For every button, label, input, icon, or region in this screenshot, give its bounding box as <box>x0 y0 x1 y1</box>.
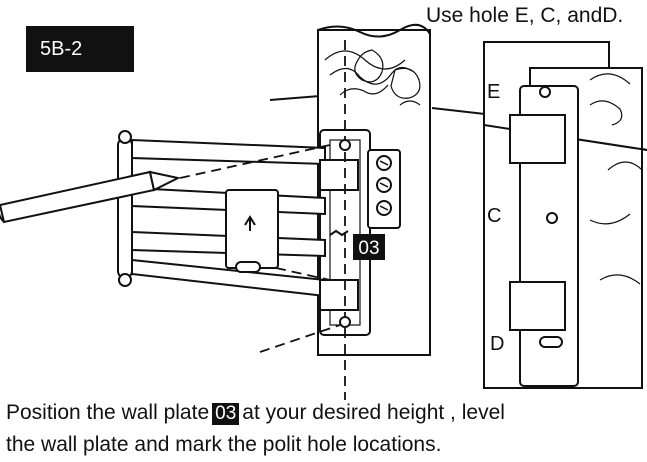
pencil-icon <box>0 170 181 224</box>
detail-panel: E C D <box>483 41 647 389</box>
mounting-diagram: 03 E C D <box>0 23 647 400</box>
hole-instruction: Use hole E, C, andD. <box>426 4 624 27</box>
lag-bolt-detail <box>367 149 401 229</box>
hole-marks <box>329 139 351 328</box>
caption-line-2: the wall plate and mark the polit hole l… <box>6 433 442 456</box>
svg-text:03: 03 <box>358 238 379 259</box>
step-badge: 5B-2 <box>26 26 134 72</box>
hole-label-c: C <box>487 205 501 227</box>
hole-label-e: E <box>487 81 500 103</box>
part-badge-03: 03 <box>353 234 385 260</box>
hole-label-d: D <box>490 333 504 355</box>
swing-arm <box>117 130 359 311</box>
inline-part-badge: 03 <box>212 403 240 425</box>
